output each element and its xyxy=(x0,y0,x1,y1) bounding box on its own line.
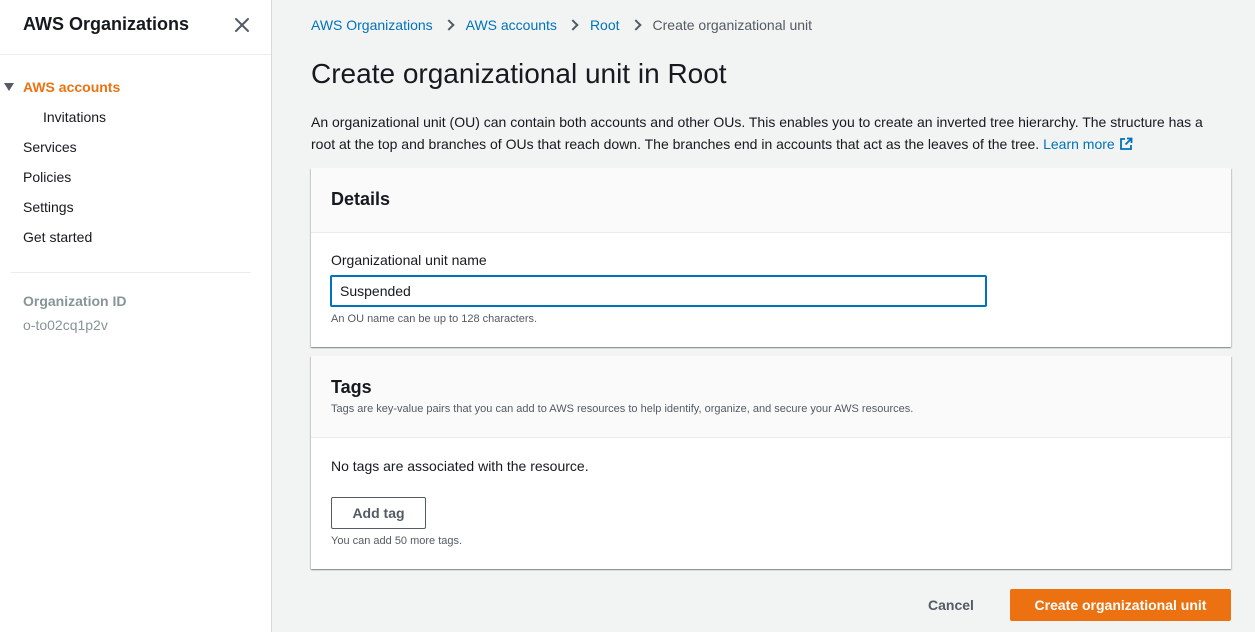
breadcrumb: AWS Organizations AWS accounts Root Crea… xyxy=(311,16,812,34)
ou-name-input[interactable] xyxy=(330,275,987,307)
tags-limit-hint: You can add 50 more tags. xyxy=(331,535,463,547)
sidebar-header: AWS Organizations xyxy=(0,0,271,55)
create-ou-button[interactable]: Create organizational unit xyxy=(1010,589,1231,621)
breadcrumb-aws-organizations[interactable]: AWS Organizations xyxy=(311,17,433,33)
ou-name-label: Organizational unit name xyxy=(331,252,487,268)
tags-panel: Tags Tags are key-value pairs that you c… xyxy=(311,356,1231,569)
tags-description: Tags are key-value pairs that you can ad… xyxy=(331,403,914,415)
breadcrumb-aws-accounts[interactable]: AWS accounts xyxy=(465,17,557,33)
chevron-right-icon xyxy=(629,19,642,31)
sidebar-item-aws-accounts[interactable]: AWS accounts xyxy=(0,76,271,106)
details-panel-header: Details xyxy=(311,168,1231,233)
details-panel: Details Organizational unit name An OU n… xyxy=(311,168,1231,347)
breadcrumb-root[interactable]: Root xyxy=(589,17,620,33)
sidebar: AWS Organizations AWS accounts Invitatio… xyxy=(0,0,272,632)
sidebar-item-invitations[interactable]: Invitations xyxy=(0,106,271,136)
close-icon[interactable] xyxy=(232,15,252,35)
ou-name-hint: An OU name can be up to 128 characters. xyxy=(331,313,538,325)
page-title: Create organizational unit in Root xyxy=(311,58,727,89)
chevron-right-icon xyxy=(442,19,455,31)
main-content: AWS Organizations AWS accounts Root Crea… xyxy=(272,0,1255,632)
sidebar-item-settings[interactable]: Settings xyxy=(0,196,271,226)
chevron-right-icon xyxy=(567,19,579,31)
sidebar-title: AWS Organizations xyxy=(23,14,190,34)
tags-title: Tags xyxy=(331,377,372,397)
sidebar-nav: AWS accounts Invitations Services Polici… xyxy=(0,76,271,256)
learn-more-label: Learn more xyxy=(1043,136,1115,152)
sidebar-item-label: AWS accounts xyxy=(23,79,121,95)
page-description: An organizational unit (OU) can contain … xyxy=(311,111,1226,155)
sidebar-item-label: Services xyxy=(23,139,77,155)
breadcrumb-current: Create organizational unit xyxy=(652,17,813,33)
sidebar-item-policies[interactable]: Policies xyxy=(0,166,271,196)
learn-more-link[interactable]: Learn more xyxy=(1043,136,1133,152)
sidebar-divider xyxy=(11,272,251,273)
page-description-text: An organizational unit (OU) can contain … xyxy=(311,114,1203,152)
tags-panel-header: Tags Tags are key-value pairs that you c… xyxy=(311,356,1231,438)
external-link-icon xyxy=(1119,135,1133,150)
add-tag-button[interactable]: Add tag xyxy=(331,497,426,529)
caret-down-icon xyxy=(4,83,14,91)
cancel-button[interactable]: Cancel xyxy=(918,590,984,620)
organization-id-label: Organization ID xyxy=(23,293,127,309)
organization-id-value: o-to02cq1p2v xyxy=(23,317,108,333)
details-title: Details xyxy=(331,189,391,209)
sidebar-item-label: Get started xyxy=(23,229,93,245)
sidebar-item-label: Invitations xyxy=(43,109,107,125)
sidebar-item-label: Policies xyxy=(23,169,72,185)
sidebar-item-label: Settings xyxy=(23,199,74,215)
sidebar-item-services[interactable]: Services xyxy=(0,136,271,166)
no-tags-message: No tags are associated with the resource… xyxy=(331,458,589,474)
sidebar-item-get-started[interactable]: Get started xyxy=(0,226,271,256)
